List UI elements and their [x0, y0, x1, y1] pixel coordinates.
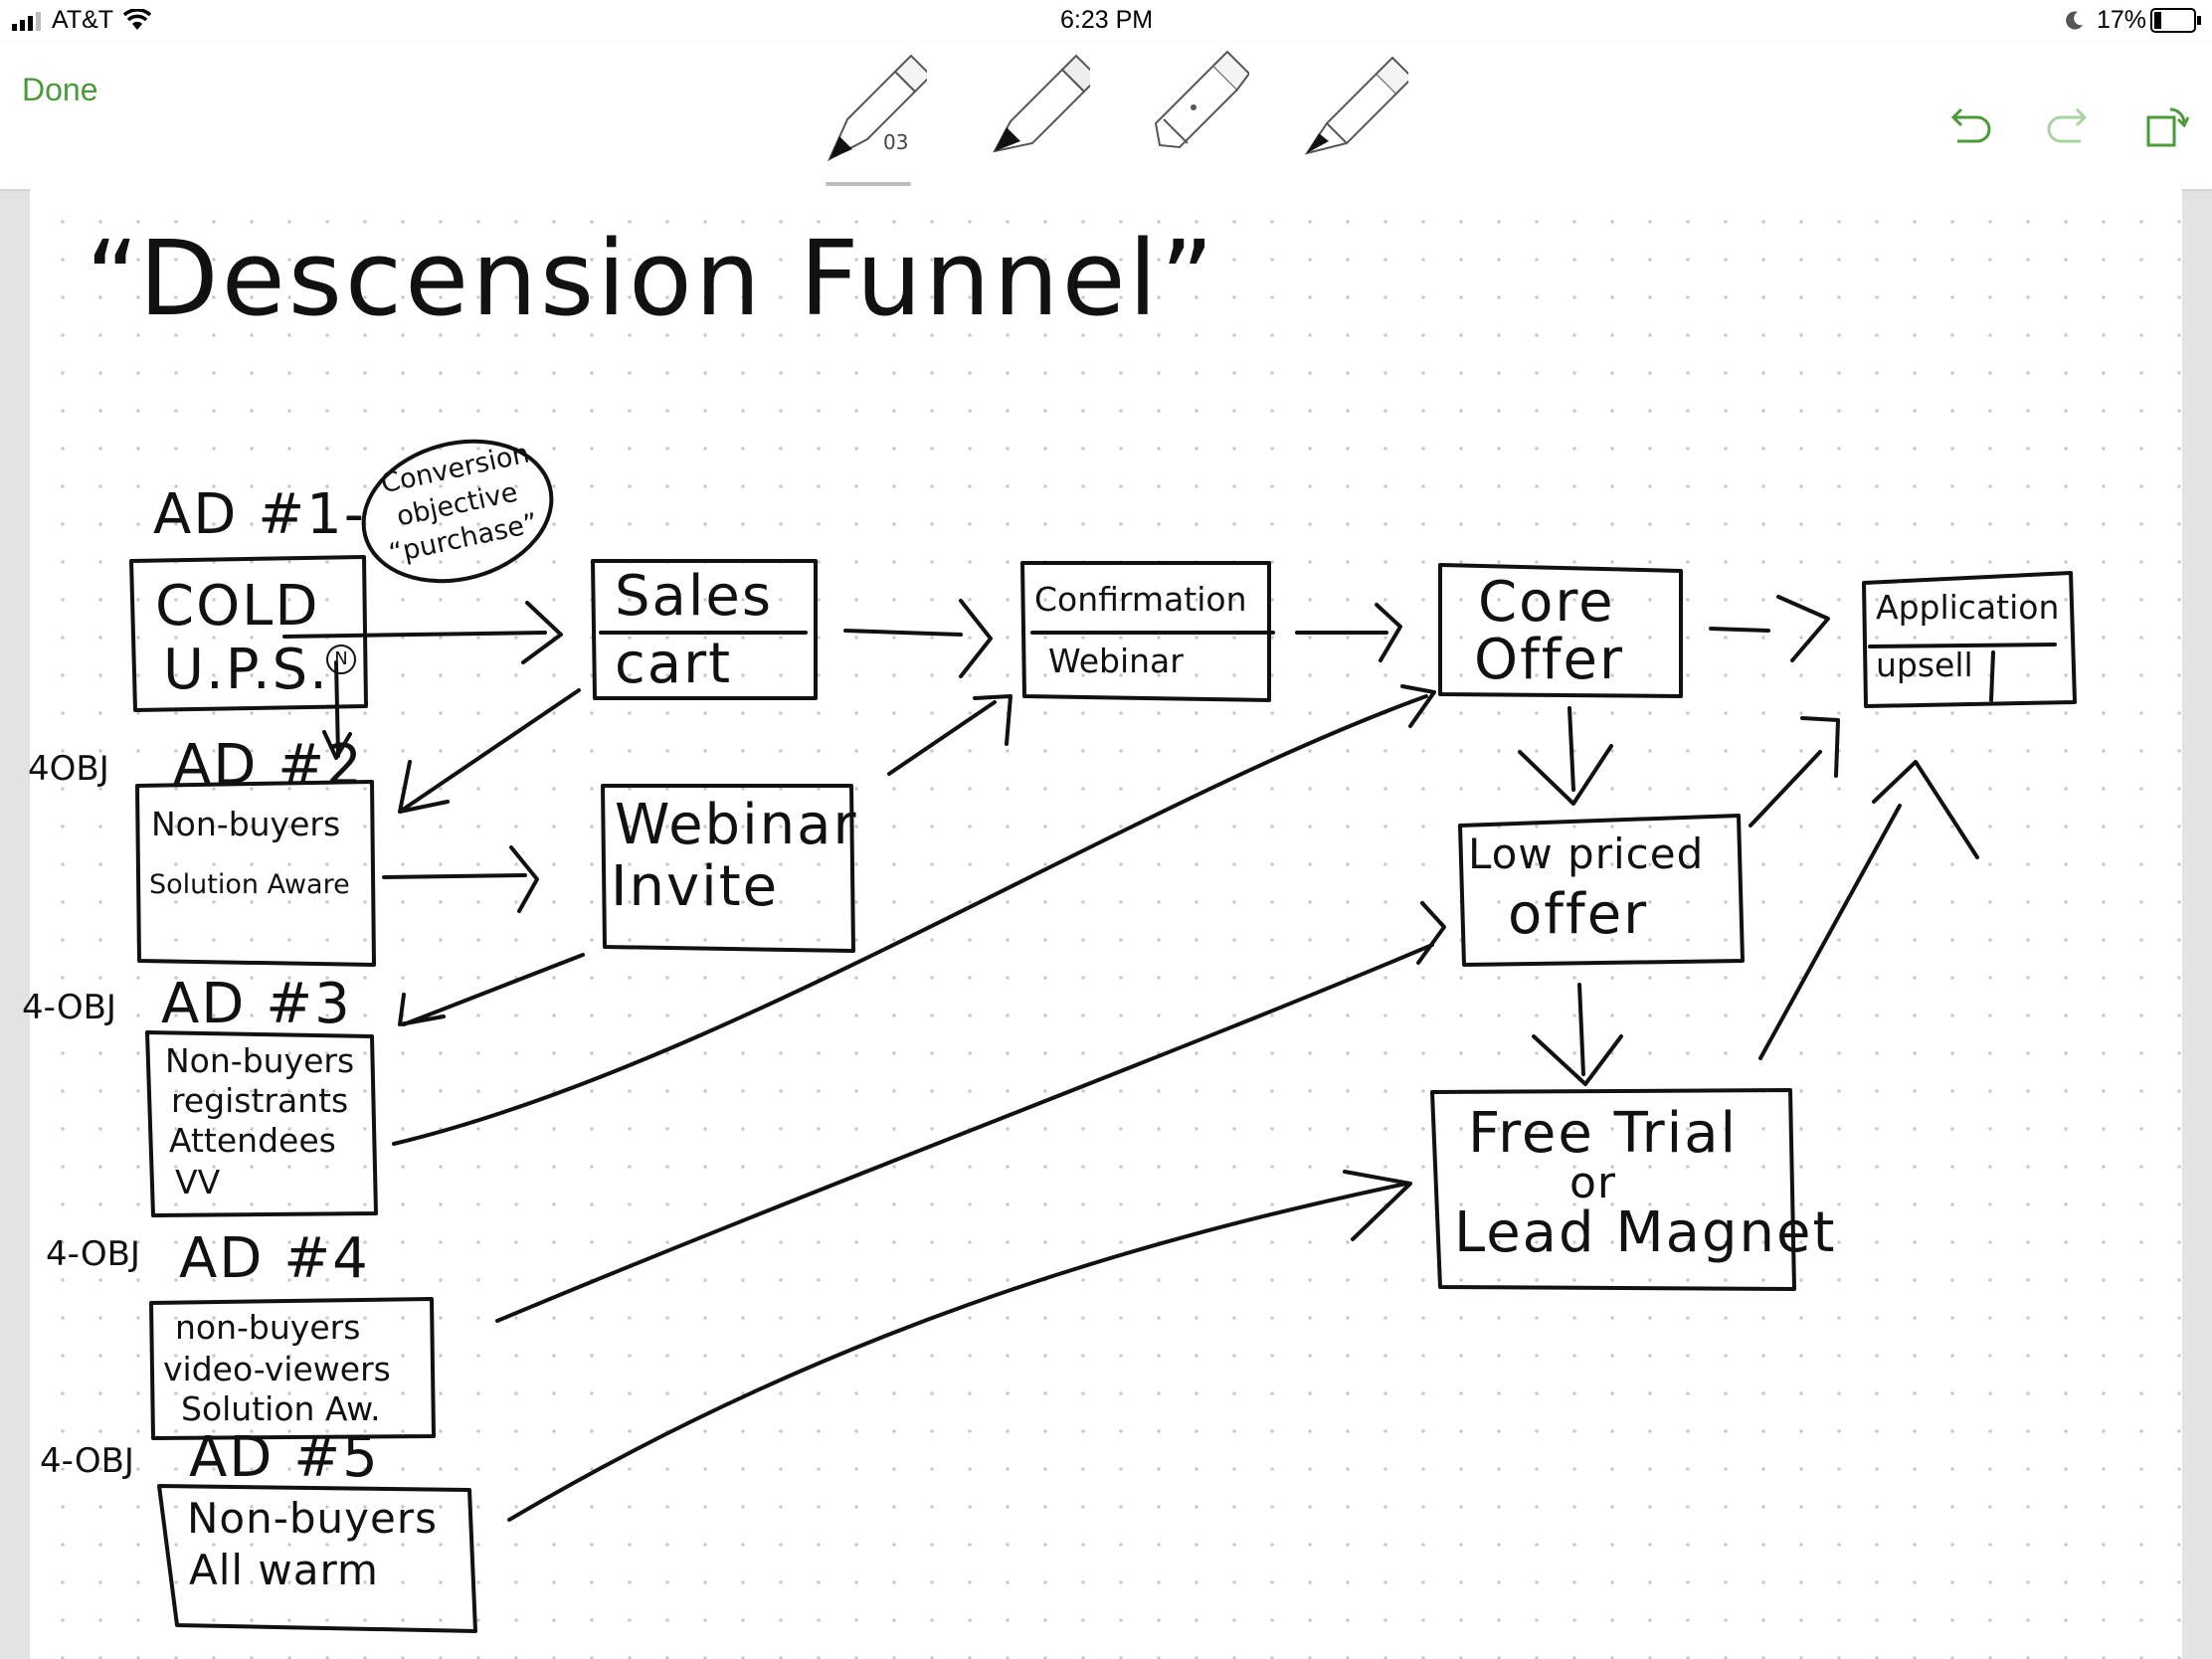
- battery-percent: 17%: [2097, 6, 2147, 34]
- free-trial-line1: Free Trial: [1468, 1101, 1739, 1166]
- sales-cart-line2: cart: [615, 632, 733, 696]
- eraser-tool-icon[interactable]: [1140, 42, 1251, 161]
- arrow-ad5-to-free: [507, 1170, 1412, 1522]
- box-cold-ups: [129, 555, 368, 712]
- arrow-solution-to-webinar: [382, 845, 539, 913]
- arrow-core-to-application: [1709, 595, 1830, 662]
- arrow-ad3-to-core: [392, 684, 1436, 1146]
- status-bar: AT&T 6:23 PM 17%: [0, 0, 2212, 42]
- marker-tool-icon[interactable]: [981, 42, 1100, 161]
- arrow-core-to-low: [1518, 706, 1613, 806]
- arrow-confirm-to-core: [1295, 603, 1402, 662]
- video-line3: Solution Aw.: [181, 1389, 381, 1428]
- box-non-buyers-warm: [157, 1484, 477, 1633]
- registrants-line2: registrants: [171, 1081, 349, 1120]
- solution-line1: Non-buyers: [151, 805, 341, 843]
- pen-tool-icon[interactable]: 03: [818, 42, 933, 162]
- upsell-line2: upsell: [1876, 645, 1973, 684]
- toolbar: [0, 42, 2212, 189]
- video-line2: video-viewers: [163, 1350, 391, 1388]
- application-divider: [1868, 643, 2057, 648]
- box-free-trial: [1430, 1088, 1796, 1291]
- undo-icon[interactable]: [1947, 103, 1993, 149]
- box-core-offer: [1438, 563, 1683, 698]
- registrants-line1: Non-buyers: [165, 1041, 355, 1080]
- confirmation-line1: Confirmation: [1034, 580, 1247, 619]
- arrow-low-to-free: [1532, 983, 1623, 1086]
- arrow-webinar-to-confirm: [887, 694, 1013, 776]
- ad-label-4: AD #4: [179, 1226, 370, 1291]
- registrants-line3: Attendees: [169, 1121, 336, 1160]
- free-trial-line2: or: [1569, 1158, 1617, 1208]
- rotate-page-icon[interactable]: [2144, 103, 2190, 149]
- webinar-invite-line1: Webinar: [615, 793, 858, 857]
- video-line1: non-buyers: [175, 1308, 361, 1347]
- arrow-sales-to-ad2: [398, 688, 581, 814]
- low-priced-line1: Low priced: [1468, 830, 1705, 878]
- ad-objective-3: 4-OBJ: [22, 988, 116, 1027]
- core-offer-line1: Core: [1478, 570, 1615, 635]
- arrow-cold-to-sales: [282, 601, 563, 664]
- page-title: “Descension Funnel”: [86, 218, 1217, 339]
- solution-line2: Solution Aware: [149, 869, 350, 900]
- done-button[interactable]: Done: [22, 72, 98, 107]
- core-offer-line2: Offer: [1474, 628, 1624, 692]
- cold-ups-line2: U.P.S.: [163, 638, 329, 702]
- ad-label-2: AD #2: [173, 733, 364, 798]
- ad-objective-4: 4-OBJ: [46, 1234, 140, 1274]
- arrow-cold-to-ad2: [322, 660, 352, 760]
- box-non-buyers-registrants: [145, 1030, 378, 1217]
- application-line1: Application: [1876, 588, 2060, 627]
- box-confirmation-webinar: [1020, 561, 1271, 702]
- arrow-ad4-to-low: [495, 901, 1446, 1323]
- ad-objective-2: 4OBJ: [28, 749, 109, 789]
- confirmation-line2: Webinar: [1048, 642, 1184, 680]
- cold-ups-badge: N: [326, 645, 356, 674]
- cold-ups-line1: COLD: [155, 574, 320, 639]
- ad-label-5: AD #5: [189, 1425, 380, 1490]
- box-non-buyers-video: [149, 1297, 436, 1440]
- wifi-icon: [123, 9, 151, 30]
- clock-time: 6:23 PM: [1060, 6, 1154, 34]
- box-webinar-invite: [601, 784, 855, 953]
- ad-label-3: AD #3: [161, 972, 352, 1036]
- ad-objective-5: 4-OBJ: [40, 1441, 134, 1481]
- arrow-low-to-application: [1749, 716, 1840, 828]
- warm-line2: All warm: [189, 1546, 379, 1594]
- signal-icon: [12, 12, 41, 31]
- conversion-note-bubble: [361, 439, 554, 584]
- ink-strokes: [129, 439, 2077, 1633]
- warm-line1: Non-buyers: [187, 1494, 439, 1543]
- upsell-divider: [1989, 650, 1995, 702]
- ad-label-1: AD #1-: [153, 482, 366, 547]
- webinar-invite-line2: Invite: [611, 854, 780, 919]
- notes-canvas[interactable]: “Descension Funnel” AD #1- 4OBJ AD #2 4-…: [22, 189, 2182, 1659]
- pen-size-label: 03: [883, 130, 908, 154]
- box-low-priced-offer: [1458, 814, 1745, 967]
- redo-icon[interactable]: [2045, 103, 2091, 149]
- moon-icon: [2066, 11, 2083, 30]
- sales-cart-line1: Sales: [615, 564, 774, 629]
- arrow-webinar-to-ad3: [398, 953, 585, 1026]
- box-sales-cart: [591, 559, 818, 700]
- pencil-tool-icon[interactable]: [1299, 42, 1414, 161]
- box-application-upsell: [1862, 571, 2077, 708]
- carrier-label: AT&T: [52, 6, 114, 34]
- arrow-sales-to-confirm: [843, 599, 993, 678]
- low-priced-line2: offer: [1508, 882, 1649, 947]
- free-trial-line3: Lead Magnet: [1454, 1200, 1837, 1265]
- battery-icon: [2150, 8, 2201, 33]
- arrow-free-to-application: [1758, 760, 1979, 1060]
- box-non-buyers-solution: [135, 780, 376, 967]
- selected-tool-indicator: [826, 182, 911, 186]
- registrants-line4: VV: [175, 1163, 221, 1201]
